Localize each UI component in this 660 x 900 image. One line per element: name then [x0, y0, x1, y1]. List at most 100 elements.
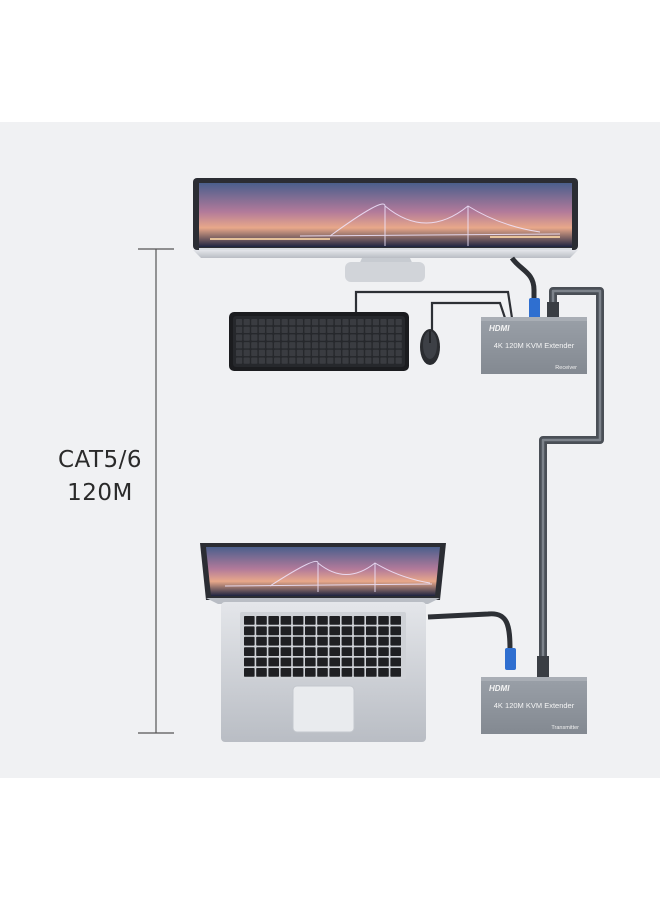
key: [236, 357, 243, 364]
key: [319, 319, 326, 326]
receiver-brand-logo: HDMI: [489, 324, 510, 333]
key: [236, 319, 243, 326]
key: [274, 326, 281, 333]
key: [256, 668, 267, 677]
key: [372, 326, 379, 333]
key: [378, 626, 389, 636]
monitor: [193, 178, 578, 282]
key: [353, 636, 365, 646]
key: [350, 357, 357, 364]
key: [395, 334, 402, 341]
key: [281, 326, 288, 333]
key: [305, 647, 316, 656]
key: [274, 349, 281, 357]
key: [268, 647, 279, 656]
key: [365, 349, 372, 357]
key: [280, 626, 292, 636]
key: [312, 342, 319, 349]
key: [236, 342, 243, 349]
distance-indicator: [138, 248, 174, 734]
key: [312, 334, 319, 341]
key: [280, 647, 292, 656]
key: [243, 357, 250, 364]
key: [372, 342, 379, 349]
key: [317, 668, 328, 677]
key: [280, 657, 292, 667]
transmitter-title: 4K 120M KVM Extender: [494, 701, 575, 710]
key: [266, 349, 273, 357]
key: [243, 349, 250, 357]
key: [341, 616, 353, 625]
key: [334, 357, 341, 364]
monitor-hdmi-cable: [509, 256, 540, 320]
key: [334, 349, 341, 357]
key: [380, 349, 387, 357]
key: [292, 647, 304, 656]
key: [305, 616, 316, 625]
key: [342, 357, 349, 364]
key: [319, 334, 326, 341]
receiver-unit: [481, 317, 587, 374]
key: [342, 342, 349, 349]
key: [319, 342, 326, 349]
key: [251, 357, 258, 364]
key: [258, 334, 265, 341]
key: [350, 319, 357, 326]
key: [329, 616, 340, 625]
key: [342, 334, 349, 341]
key: [378, 657, 389, 667]
key: [281, 349, 288, 357]
network-cable: [537, 287, 604, 678]
key: [365, 319, 372, 326]
key: [304, 326, 311, 333]
key: [251, 334, 258, 341]
key: [350, 334, 357, 341]
key: [357, 342, 364, 349]
key: [266, 326, 273, 333]
key: [388, 319, 395, 326]
key: [312, 357, 319, 364]
key: [289, 342, 296, 349]
key: [296, 349, 303, 357]
key: [390, 657, 401, 667]
key: [357, 357, 364, 364]
key: [280, 616, 292, 625]
key: [268, 668, 279, 677]
key: [236, 334, 243, 341]
key: [280, 668, 292, 677]
key: [256, 647, 267, 656]
key: [365, 357, 372, 364]
key: [312, 349, 319, 357]
keyboard: [229, 312, 409, 371]
key: [244, 626, 255, 636]
key: [268, 636, 279, 646]
key: [251, 342, 258, 349]
key: [258, 357, 265, 364]
key: [357, 326, 364, 333]
key: [243, 326, 250, 333]
key: [380, 326, 387, 333]
key: [292, 668, 304, 677]
key: [244, 616, 255, 625]
key: [312, 319, 319, 326]
key: [258, 349, 265, 357]
key: [266, 319, 273, 326]
key: [281, 357, 288, 364]
key: [266, 334, 273, 341]
key: [266, 357, 273, 364]
key: [372, 349, 379, 357]
key: [296, 326, 303, 333]
key: [266, 342, 273, 349]
key: [365, 334, 372, 341]
key: [327, 357, 334, 364]
key: [329, 647, 340, 656]
key: [268, 626, 279, 636]
key: [353, 616, 365, 625]
key: [274, 334, 281, 341]
key: [329, 626, 340, 636]
key: [327, 334, 334, 341]
key: [244, 657, 255, 667]
key: [274, 342, 281, 349]
key: [281, 319, 288, 326]
